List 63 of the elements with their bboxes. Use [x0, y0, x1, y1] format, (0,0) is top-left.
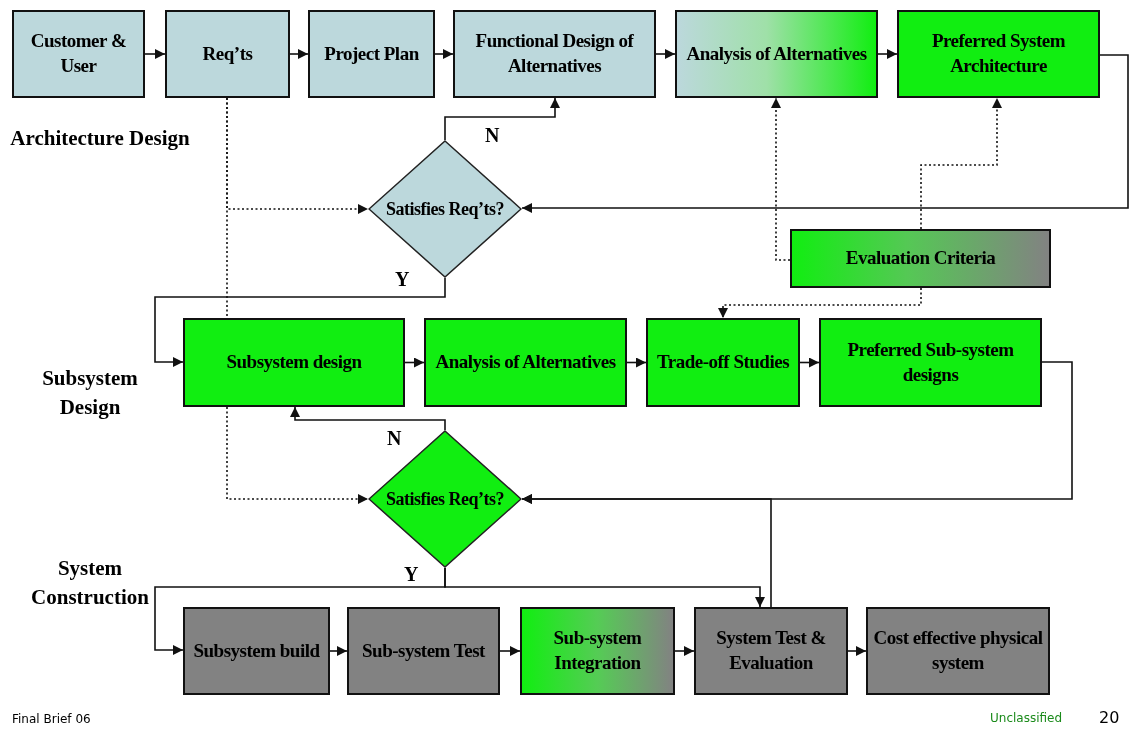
classification-text: Unclassified	[990, 711, 1063, 725]
box-text: Cost effective physical system	[872, 626, 1044, 675]
decision-diamond	[368, 430, 522, 568]
box-text: Analysis of Alternatives	[685, 41, 868, 66]
process-box	[694, 607, 848, 695]
process-box	[165, 10, 290, 98]
arrow	[847, 646, 867, 656]
dotted-arrow	[226, 406, 369, 504]
box-text: Preferred Sub-system designs	[846, 337, 1015, 387]
process-box	[183, 607, 330, 695]
arrow	[289, 49, 309, 59]
process-box	[819, 318, 1042, 407]
box-text: Sub-system Test	[361, 638, 486, 663]
process-box	[520, 607, 675, 695]
footer-text: Final Brief 06	[12, 712, 91, 726]
page-number: 20	[1099, 708, 1120, 727]
box-text: System Test & Evaluation	[715, 626, 827, 675]
box-text: Subsystem design	[225, 350, 363, 375]
box-text: Project Plan	[323, 41, 420, 66]
box-text: Satisfies Req’ts?	[385, 197, 505, 221]
box-text: Customer & User	[29, 29, 128, 78]
arrow	[499, 646, 521, 656]
arrow	[434, 49, 454, 59]
arrow	[144, 49, 166, 59]
arrow	[290, 406, 446, 431]
arrow	[674, 646, 695, 656]
box-text: Analysis of Alternatives	[434, 350, 617, 375]
arrow	[799, 357, 820, 368]
box-text: Preferred System Architecture	[930, 29, 1067, 78]
arrow	[877, 49, 898, 59]
arrow	[154, 277, 446, 367]
process-box	[790, 229, 1051, 288]
process-box	[12, 10, 145, 98]
box-text: Evaluation Criteria	[844, 246, 997, 271]
arrow	[655, 49, 676, 59]
process-box	[347, 607, 500, 695]
box-text: Subsystem build	[192, 638, 321, 663]
section-label: Subsystem Design	[41, 365, 139, 422]
box-text: Sub-system Integration	[552, 626, 643, 675]
box-text: Trade-off Studies	[655, 350, 791, 375]
arrow	[444, 567, 765, 608]
arrow	[521, 494, 772, 608]
process-box	[646, 318, 800, 407]
arrow	[521, 54, 1129, 213]
process-box	[675, 10, 878, 98]
dotted-arrow	[920, 97, 1002, 230]
arrow	[404, 357, 425, 368]
box-text: Satisfies Req’ts?	[385, 487, 505, 511]
arrow	[626, 357, 647, 368]
section-label: Architecture Design	[10, 125, 190, 152]
box-text: Functional Design of Alternatives	[474, 29, 635, 78]
section-label: System Construction	[30, 555, 150, 612]
box-text: Req’ts	[201, 41, 254, 66]
dotted-arrow	[771, 97, 791, 261]
arrow	[444, 97, 560, 141]
process-box	[308, 10, 435, 98]
process-box	[453, 10, 656, 98]
process-box	[866, 607, 1050, 695]
dotted-arrow	[718, 287, 922, 319]
arrow	[329, 646, 348, 656]
process-box	[897, 10, 1100, 98]
process-box	[424, 318, 627, 407]
process-box	[183, 318, 405, 407]
